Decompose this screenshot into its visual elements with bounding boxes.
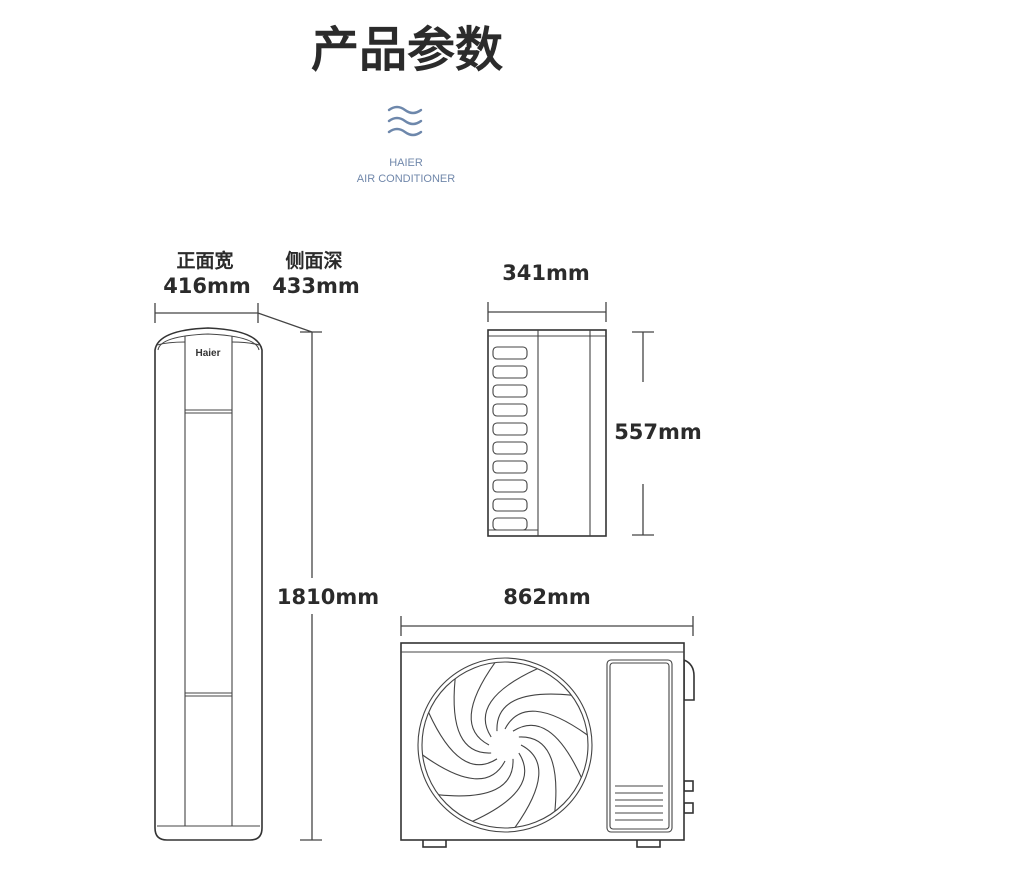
fan-blade — [518, 736, 557, 812]
fan-blade — [496, 693, 572, 732]
fan-blade — [512, 724, 582, 778]
side-view-unit — [487, 329, 607, 537]
vent-slot — [492, 498, 528, 512]
side-width-dimension — [487, 302, 607, 322]
haier-logo: Haier — [195, 348, 220, 359]
page-title: 产品参数 — [311, 22, 503, 78]
side-width-value: 341mm — [502, 261, 590, 285]
vent-slot — [492, 365, 528, 379]
fan-blade — [453, 678, 492, 754]
vent-slot — [492, 403, 528, 417]
indoor-dimension-lines — [154, 303, 322, 841]
side-height-dimension — [632, 331, 654, 536]
outdoor-unit — [400, 642, 695, 848]
vent-slot — [492, 384, 528, 398]
wave-icon — [387, 105, 423, 137]
vent-slot — [492, 346, 528, 360]
fan-blade — [438, 758, 514, 797]
indoor-height-value: 1810mm — [277, 585, 379, 609]
brand-subtitle: AIR CONDITIONER — [357, 173, 455, 185]
vent-slot — [492, 441, 528, 455]
outdoor-width-dimension — [400, 616, 694, 636]
front-width-value: 416mm — [163, 274, 251, 298]
indoor-tower-unit: Haier — [154, 327, 263, 841]
fan-blade — [470, 662, 496, 746]
vent-slot — [492, 517, 528, 531]
vent-slot — [492, 422, 528, 436]
front-width-label: 正面宽 — [176, 249, 233, 272]
side-depth-label: 侧面深 — [285, 249, 342, 272]
fan-blade — [504, 710, 588, 736]
fan-blade — [422, 754, 506, 780]
outdoor-width-value: 862mm — [503, 585, 591, 609]
side-depth-value: 433mm — [272, 274, 360, 298]
vent-slot — [492, 460, 528, 474]
fan-blade — [514, 744, 540, 828]
brand-name: HAIER — [389, 157, 423, 169]
fan-blade — [428, 712, 498, 766]
vent-slot — [492, 479, 528, 493]
fan-blades — [422, 662, 588, 828]
fan-blade — [472, 752, 526, 822]
fan-blade — [484, 668, 538, 738]
side-height-value: 557mm — [614, 420, 702, 444]
